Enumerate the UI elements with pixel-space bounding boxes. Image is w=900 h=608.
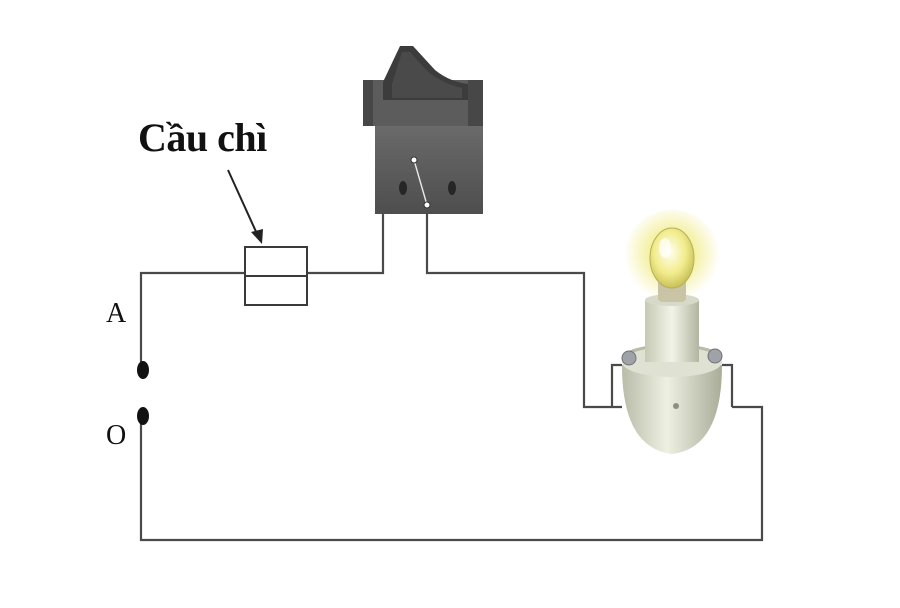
wires — [139, 158, 764, 542]
lamp-lead-right — [722, 363, 734, 407]
terminal-a-dot — [137, 361, 149, 379]
fuse-icon — [244, 246, 308, 306]
terminal-a-label: A — [106, 298, 127, 329]
fuse-label: Cầu chì — [138, 115, 267, 160]
terminal-dot-icon — [137, 361, 149, 425]
lamp-lead-left — [610, 363, 622, 407]
rocker-switch-icon — [363, 46, 483, 214]
light-bulb-icon — [621, 210, 723, 454]
wire-switch-to-lamp — [425, 205, 622, 409]
fuse-pointer-arrow — [227, 169, 263, 244]
terminal-o-label: O — [106, 420, 127, 451]
wire-lamp-return — [139, 405, 764, 542]
wire-a-to-fuse — [139, 271, 245, 362]
terminal-o-dot — [137, 407, 149, 425]
